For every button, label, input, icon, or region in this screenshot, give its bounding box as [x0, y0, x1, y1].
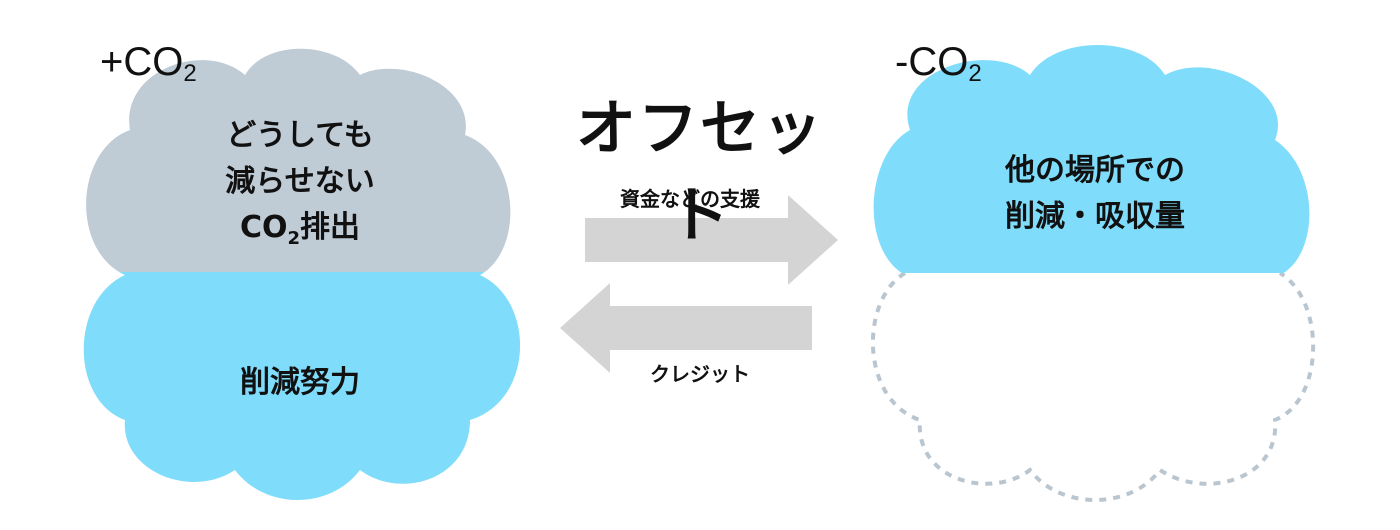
left-header-subscript: 2 [183, 60, 197, 87]
right-upper-line2: 削減・吸収量 [1005, 199, 1185, 234]
right-header-subscript: 2 [968, 60, 982, 87]
left-upper-line1: どうしても [226, 118, 374, 153]
left-header-prefix: +CO [100, 40, 184, 84]
right-upper-cloud-text: 他の場所での 削減・吸収量 [970, 148, 1220, 240]
offset-title: オフセット [576, 94, 824, 251]
arrow-right-label: 資金などの支援 [620, 187, 760, 211]
left-upper-line3-sub: 2 [287, 228, 301, 249]
left-header-co2: +CO2 [100, 40, 197, 88]
right-upper-cloud [873, 45, 1310, 273]
left-lower-cloud [83, 272, 520, 500]
arrow-left-label: クレジット [650, 362, 750, 386]
left-lower-cloud-text: 削減努力 [175, 360, 425, 406]
arrow-left [560, 283, 812, 373]
right-header-prefix: -CO [895, 40, 969, 84]
left-lower-text: 削減努力 [240, 365, 360, 400]
arrow-right [585, 195, 838, 285]
left-upper-line3: CO2排出 [175, 205, 425, 262]
left-upper-line2: 減らせない [225, 164, 375, 199]
left-upper-cloud-text: どうしても 減らせない CO2排出 [175, 113, 425, 262]
left-upper-cloud [86, 48, 511, 272]
left-upper-line3-co: CO [239, 210, 288, 245]
right-upper-line1: 他の場所での [1005, 153, 1185, 188]
right-lower-dashed-cloud [870, 271, 1316, 502]
right-header-co2: -CO2 [895, 40, 982, 88]
left-upper-line3-rest: 排出 [300, 210, 361, 245]
